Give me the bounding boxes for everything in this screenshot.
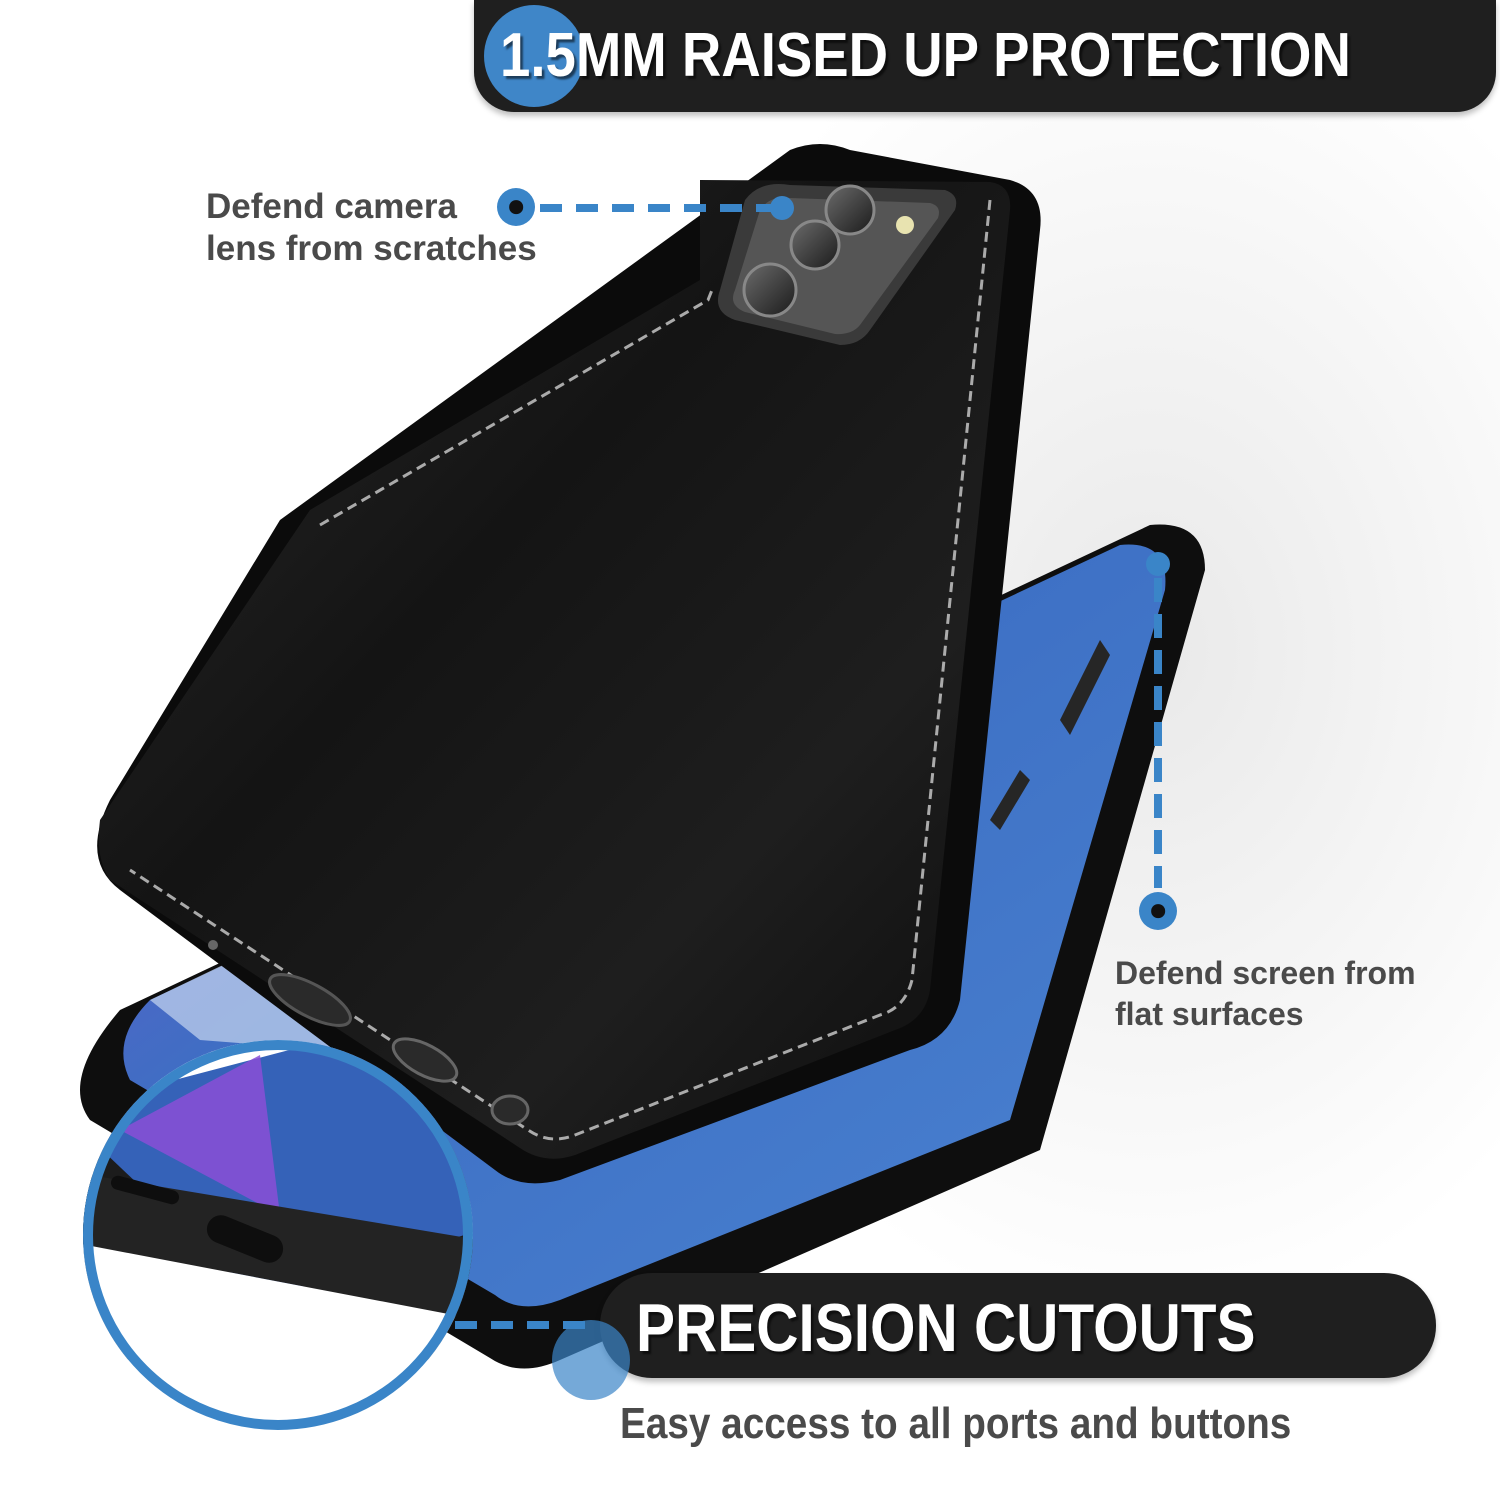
camera-callout-dashed-line	[540, 204, 775, 212]
cutouts-lens-icon	[552, 1320, 630, 1400]
camera-callout-dot-icon	[497, 188, 535, 226]
screen-callout-line1: Defend screen from	[1115, 955, 1416, 991]
highlight-disc	[484, 5, 584, 107]
camera-callout-line1: Defend camera	[206, 187, 457, 226]
header-title: 1.5MM RAISED UP PROTECTION	[500, 22, 1351, 90]
camera-callout-line2: lens from scratches	[206, 229, 537, 268]
camera-callout-endpoint-icon	[770, 196, 794, 220]
header-highlight-number: 1.5	[500, 21, 576, 90]
footer-title: PRECISION CUTOUTS	[636, 1290, 1256, 1366]
camera-callout-text: Defend camera lens from scratches	[206, 186, 537, 270]
screen-callout-dashed-line	[1154, 578, 1162, 888]
magnifier-circle	[83, 1040, 473, 1430]
cutouts-dashed-line	[455, 1321, 585, 1329]
footer-banner	[600, 1273, 1436, 1378]
screen-callout-text: Defend screen from flat surfaces	[1115, 953, 1416, 1035]
header-banner	[474, 0, 1496, 112]
footer-subtitle: Easy access to all ports and buttons	[620, 1399, 1292, 1448]
screen-callout-line2: flat surfaces	[1115, 996, 1304, 1032]
screen-callout-endpoint-icon	[1146, 552, 1170, 576]
header-title-rest: MM RAISED UP PROTECTION	[575, 21, 1351, 90]
screen-callout-dot-icon	[1139, 892, 1177, 930]
